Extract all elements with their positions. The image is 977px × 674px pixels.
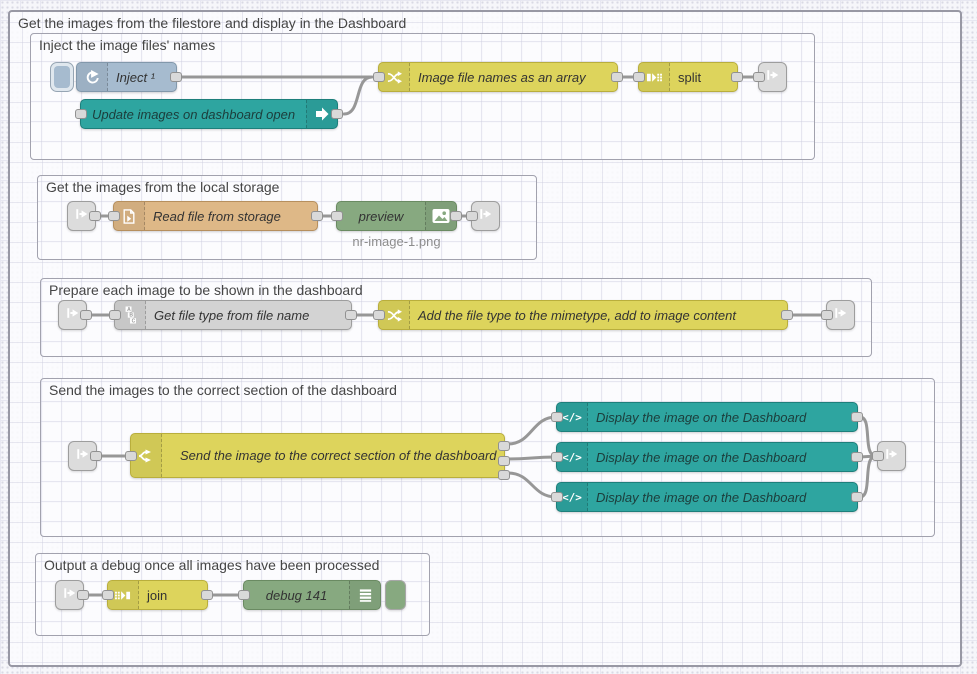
node-get-file-type[interactable]: A B C Get file type from file name	[109, 300, 357, 330]
node-function-mimetype[interactable]: Add the file type to the mimetype, add t…	[373, 300, 793, 330]
node-label: Read file from storage	[153, 208, 281, 224]
group-debug-label: Output a debug once all images have been…	[44, 557, 380, 573]
svg-text:A: A	[127, 307, 131, 313]
port-out[interactable]	[851, 412, 863, 422]
node-label: Inject ¹	[116, 69, 156, 85]
node-split[interactable]: split	[633, 62, 743, 92]
port-in[interactable]	[872, 451, 884, 461]
port-in[interactable]	[551, 412, 563, 422]
node-label: Display the image on the Dashboard	[596, 409, 807, 425]
port-out[interactable]	[851, 452, 863, 462]
svg-text:C: C	[131, 319, 135, 324]
node-inject[interactable]: Inject ¹	[76, 62, 182, 92]
port-in[interactable]	[551, 492, 563, 502]
node-link-out-1[interactable]	[753, 62, 787, 92]
port-in[interactable]	[633, 72, 645, 82]
port-out[interactable]	[611, 72, 623, 82]
node-link-in-5[interactable]	[55, 580, 89, 610]
node-label: join	[147, 587, 168, 603]
list-icon	[349, 581, 380, 609]
group-inject-label: Inject the image files' names	[39, 37, 216, 53]
node-display-2[interactable]: </> Display the image on the Dashboard	[551, 442, 863, 472]
port-out[interactable]	[77, 590, 89, 600]
port-out-2[interactable]	[498, 456, 510, 466]
port-in[interactable]	[238, 590, 250, 600]
node-label: Update images on dashboard open	[91, 106, 296, 122]
node-link-in-2[interactable]	[67, 201, 101, 231]
port-out[interactable]	[731, 72, 743, 82]
node-label: debug 141	[265, 587, 328, 603]
port-in[interactable]	[109, 310, 121, 320]
node-function-filenames[interactable]: Image file names as an array	[373, 62, 623, 92]
node-preview[interactable]: preview	[331, 201, 462, 231]
node-update-images[interactable]: Update images on dashboard open	[75, 99, 343, 129]
inject-arrow-icon	[77, 63, 108, 91]
port-out[interactable]	[331, 109, 343, 119]
port-out[interactable]	[80, 310, 92, 320]
port-in[interactable]	[373, 310, 385, 320]
node-join[interactable]: join	[102, 580, 213, 610]
port-in[interactable]	[125, 450, 137, 461]
node-link-in-4[interactable]	[68, 441, 102, 471]
port-out[interactable]	[311, 211, 323, 221]
node-display-3[interactable]: </> Display the image on the Dashboard	[551, 482, 863, 512]
code-icon: </>	[557, 483, 588, 511]
link-arrow-icon	[63, 586, 77, 605]
port-out[interactable]	[89, 211, 101, 221]
port-in[interactable]	[102, 590, 114, 600]
preview-filename-caption: nr-image-1.png	[352, 234, 441, 249]
node-link-out-2[interactable]	[466, 201, 500, 231]
node-label: Add the file type to the mimetype, add t…	[418, 307, 736, 323]
port-in[interactable]	[821, 310, 833, 320]
node-read-file[interactable]: Read file from storage	[108, 201, 323, 231]
port-out[interactable]	[201, 590, 213, 600]
port-out[interactable]	[90, 451, 102, 461]
link-arrow-icon	[834, 306, 848, 325]
node-label: Image file names as an array	[418, 69, 586, 85]
node-link-in-3[interactable]	[58, 300, 92, 330]
node-display-1[interactable]: </> Display the image on the Dashboard	[551, 402, 863, 432]
group-outer-label: Get the images from the filestore and di…	[18, 15, 407, 31]
node-label: Display the image on the Dashboard	[596, 449, 807, 465]
port-in[interactable]	[753, 72, 765, 82]
link-arrow-icon	[479, 207, 493, 226]
node-label: split	[678, 69, 702, 85]
link-arrow-icon	[76, 447, 90, 466]
node-link-out-4[interactable]	[872, 441, 906, 471]
port-in[interactable]	[108, 211, 120, 221]
port-out[interactable]	[851, 492, 863, 502]
port-out[interactable]	[781, 310, 793, 320]
node-debug[interactable]: debug 141	[238, 580, 381, 610]
link-arrow-icon	[75, 207, 89, 226]
group-storage-label: Get the images from the local storage	[46, 179, 280, 195]
port-in[interactable]	[75, 109, 87, 119]
port-out-1[interactable]	[498, 441, 510, 451]
debug-enable-toggle[interactable]	[385, 580, 406, 610]
group-inject[interactable]: Inject the image files' names	[30, 33, 815, 160]
port-out[interactable]	[450, 211, 462, 221]
link-arrow-icon	[766, 68, 780, 87]
group-send-label: Send the images to the correct section o…	[49, 382, 397, 398]
node-switch-send[interactable]: Send the image to the correct section of…	[125, 433, 510, 480]
port-in[interactable]	[331, 211, 343, 221]
node-label: Display the image on the Dashboard	[596, 489, 807, 505]
port-out[interactable]	[345, 310, 357, 320]
port-in[interactable]	[373, 72, 385, 82]
node-label: preview	[358, 208, 404, 224]
group-prepare-label: Prepare each image to be shown in the da…	[49, 282, 363, 298]
port-out[interactable]	[170, 72, 182, 82]
link-arrow-icon	[885, 447, 899, 466]
inject-button[interactable]	[50, 62, 74, 92]
link-arrow-icon	[66, 306, 80, 325]
node-label: Send the image to the correct section of…	[180, 448, 497, 463]
node-label: Get file type from file name	[154, 307, 310, 323]
svg-text:B: B	[129, 313, 133, 319]
port-in[interactable]	[551, 452, 563, 462]
port-in[interactable]	[466, 211, 478, 221]
node-link-out-3[interactable]	[821, 300, 855, 330]
port-out-3[interactable]	[498, 470, 510, 480]
